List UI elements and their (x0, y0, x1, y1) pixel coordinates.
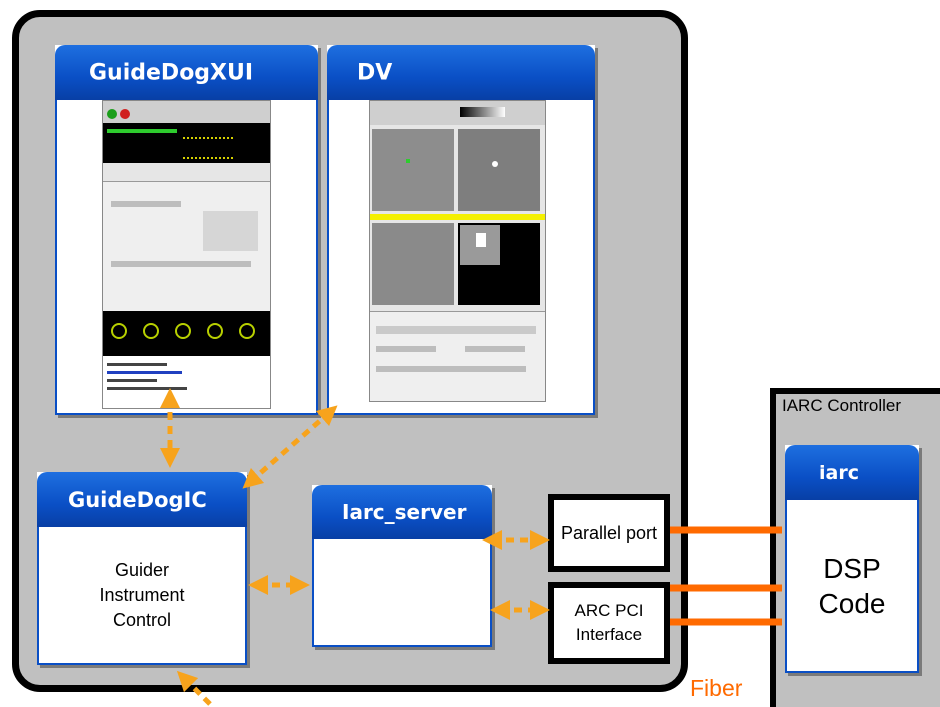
parallel-port-box: Parallel port (548, 494, 670, 572)
dv-body (327, 100, 595, 415)
guidedogic-body: Guider Instrument Control (37, 527, 247, 665)
iarc-title: iarc (819, 461, 859, 484)
dv-titlebar: DV (327, 45, 595, 100)
iarc-titlebar: iarc (785, 445, 919, 500)
guidedogxui-screenshot (102, 100, 271, 409)
guidedogic-line-1: Guider (114, 559, 170, 580)
arc-pci-line-1: ARC PCI (574, 601, 644, 620)
arrow-dv-to-ic (242, 405, 338, 489)
guidedogxui-body (55, 100, 318, 415)
iarc-server-body (312, 539, 492, 647)
parallel-port-label: Parallel port (560, 522, 658, 543)
iarc-server-title: Iarc_server (342, 500, 467, 524)
guidedogxui-window: GuideDogXUI (55, 45, 318, 415)
iarc-line-2: Code (818, 587, 886, 619)
guidedogic-line-3: Control (112, 609, 172, 630)
dv-title: DV (357, 60, 393, 85)
guidedogxui-title: GuideDogXUI (89, 60, 254, 85)
dv-window: DV (327, 45, 595, 415)
guidedogic-titlebar: GuideDogIC (37, 472, 247, 527)
iarc-line-1: DSP (823, 552, 881, 584)
iarc-server-window: Iarc_server (312, 485, 492, 647)
fiber-label: Fiber (690, 675, 743, 701)
arc-pci-box: ARC PCI Interface (548, 582, 670, 664)
iarc-body: DSP Code (785, 500, 919, 673)
arrow-ic-bottom (176, 670, 212, 706)
iarc-window: iarc DSP Code (785, 445, 919, 673)
guidedogxui-titlebar: GuideDogXUI (55, 45, 318, 100)
guidedogic-line-2: Instrument (99, 584, 185, 605)
arc-pci-line-2: Interface (575, 625, 643, 644)
guidedogic-title: GuideDogIC (68, 487, 207, 512)
iarc-server-titlebar: Iarc_server (312, 485, 492, 539)
dv-screenshot (369, 100, 546, 402)
guidedogic-window: GuideDogIC Guider Instrument Control (37, 472, 247, 665)
iarc-controller-label: IARC Controller (782, 396, 902, 415)
